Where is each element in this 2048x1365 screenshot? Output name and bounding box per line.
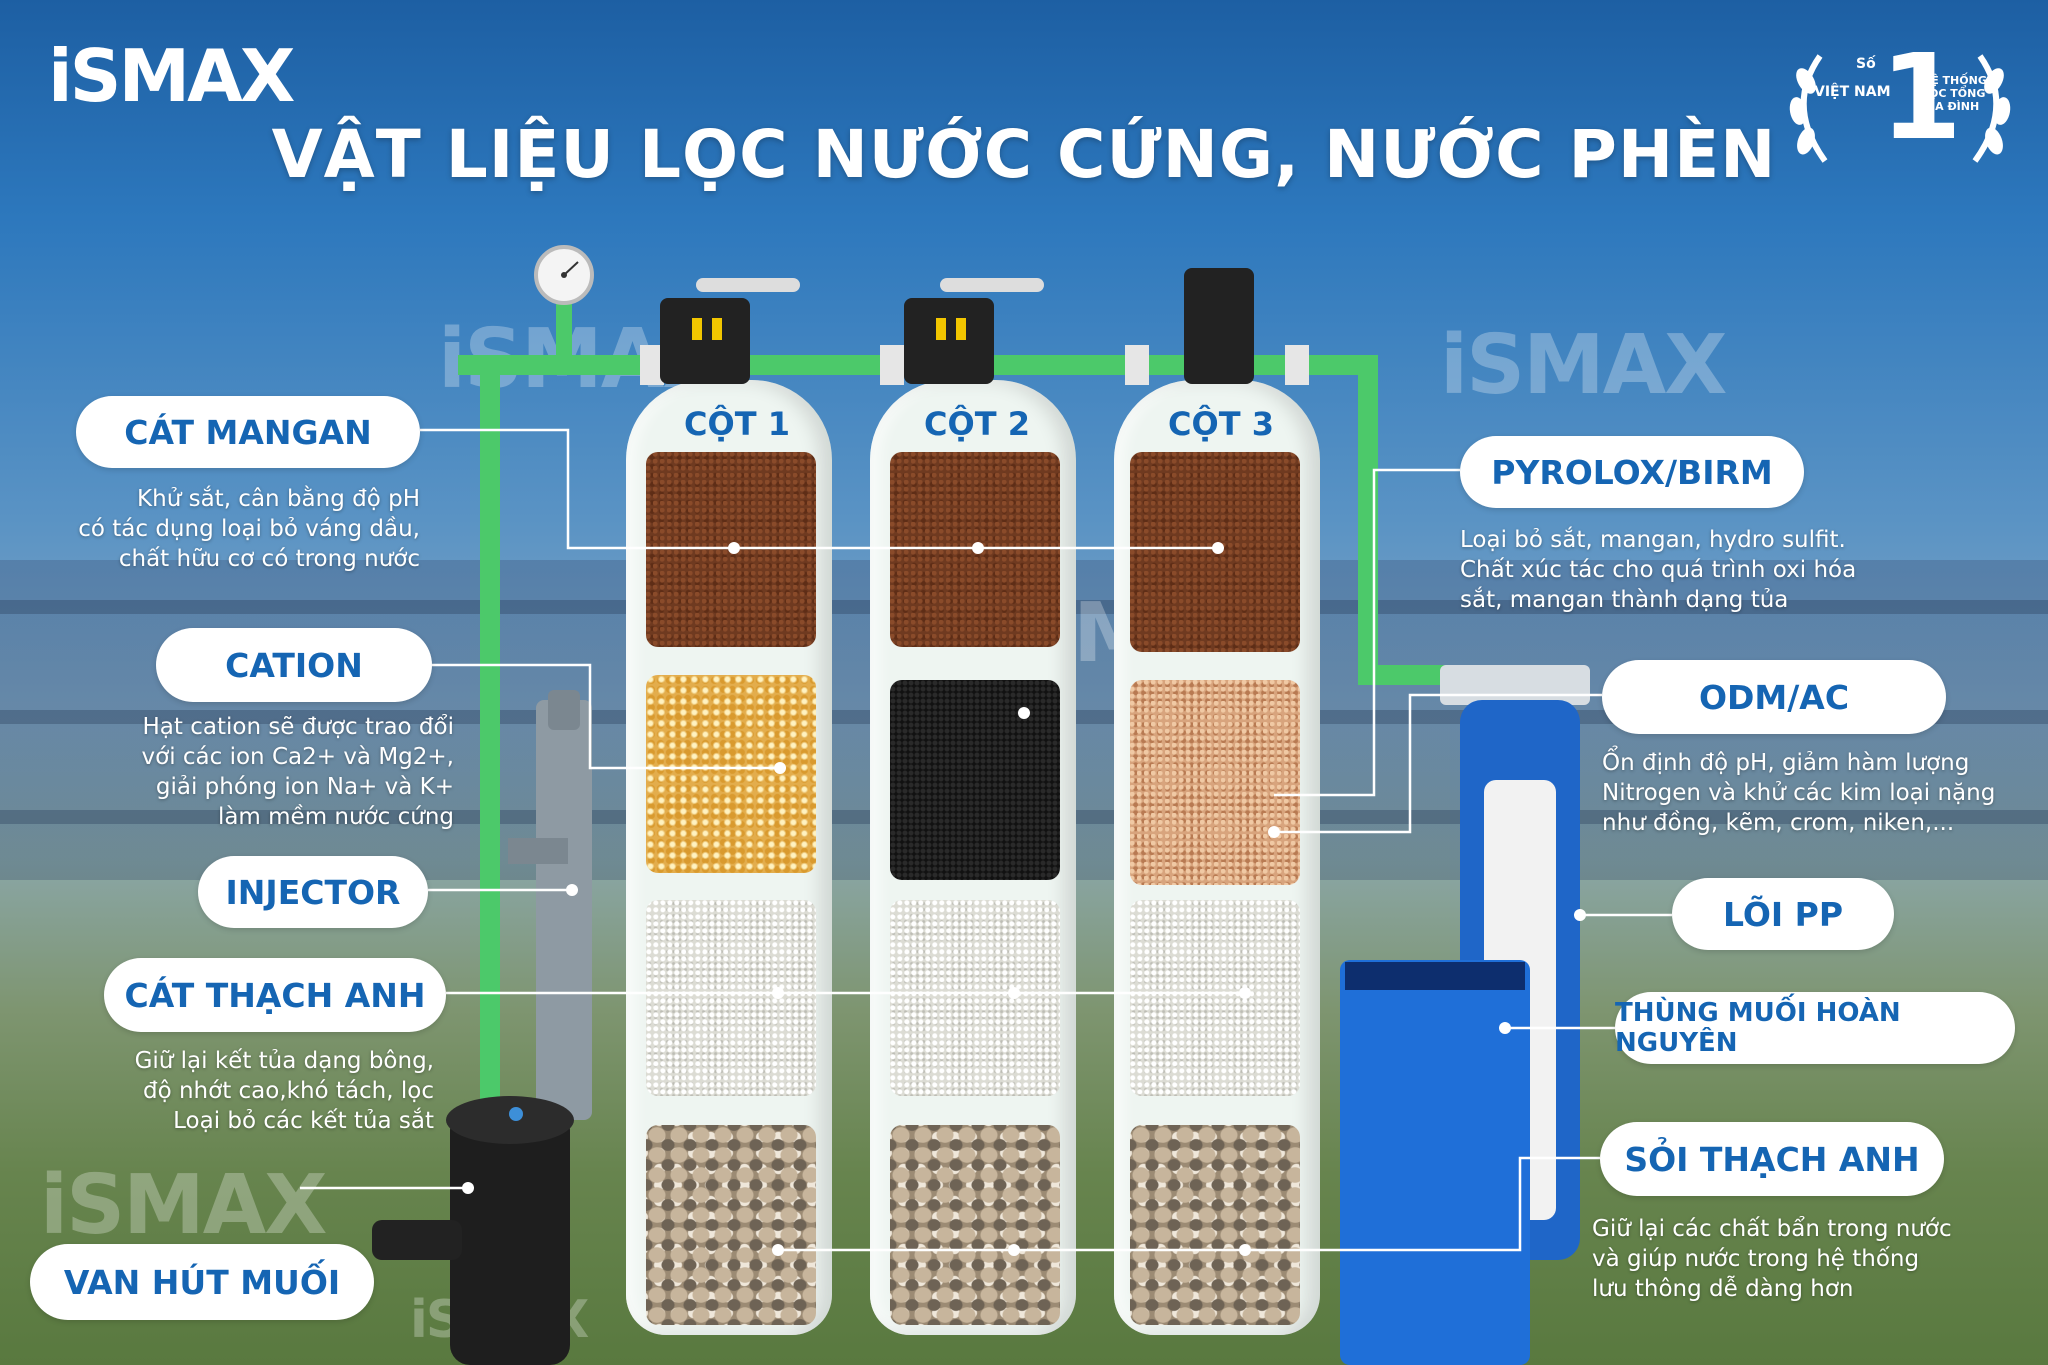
column-label-2: CỘT 2 [924,405,1030,443]
label-van-hut-muoi: VAN HÚT MUỐI [30,1244,374,1320]
desc-cat-mangan: Khử sắt, cân bằng độ pH có tác dụng loại… [78,486,420,572]
valve-indicator [956,318,966,340]
desc-cat-thach-anh: Giữ lại kết tủa dạng bông, độ nhớt cao,k… [134,1048,434,1134]
badge-line: LỌC TỔNG [1922,87,1986,100]
label-pyrolox-birm: PYROLOX/BIRM [1460,436,1804,508]
badge-text: HỆ THỐNG LỌC TỔNG GIA ĐÌNH [1922,74,1987,113]
right-pipe-elbow [1358,665,1448,685]
desc-cation: Hạt cation sẽ được trao đổi với các ion … [141,714,454,830]
desc-pyrolox-birm: Loại bỏ sắt, mangan, hydro sulfit. Chất … [1460,527,1857,613]
injector-body [536,700,592,1120]
badge-line: GIA ĐÌNH [1922,100,1980,113]
watermark: iSMAX [40,1158,327,1253]
control-valve-2 [904,298,994,384]
layer-cat-thach-anh-3 [1130,900,1300,1096]
layer-cat-thach-anh-1 [646,900,816,1096]
layer-pyrolox-birm [1130,680,1300,885]
page-title: VẬT LIỆU LỌC NƯỚC CỨNG, NƯỚC PHÈN [271,116,1777,193]
badge-number: 1 [1880,28,1963,166]
salt-valve-body [450,1110,570,1365]
valve-lever-icon [696,278,800,292]
brand-logo: iSMAX [48,34,295,118]
valve-lever-icon [940,278,1044,292]
layer-odm-ac [890,680,1060,880]
label-soi-thach-anh: SỎI THẠCH ANH [1600,1122,1944,1196]
layer-cat-mangan-3 [1130,452,1300,652]
badge-line: HỆ THỐNG [1922,74,1987,87]
valve-indicator [712,318,722,340]
laurel-icon [1789,54,2011,163]
badge-so: Số [1856,56,1876,72]
brine-tank [1340,960,1530,1365]
left-pipe [480,355,500,1135]
label-cat-thach-anh: CÁT THẠCH ANH [104,958,446,1032]
label-cation: CATION [156,628,432,702]
column-label-1: CỘT 1 [684,405,790,443]
valve-indicator [692,318,702,340]
control-valve-3 [1184,268,1254,384]
control-valve-1 [660,298,750,384]
desc-odm-ac: Ổn định độ pH, giảm hàm lượng Nitrogen v… [1602,750,1996,836]
label-odm-ac: ODM/AC [1602,660,1946,734]
award-badge: Số VIỆT NAM 1 HỆ THỐNG LỌC TỔNG GIA ĐÌNH [1780,32,2020,176]
layer-soi-thach-anh-1 [646,1125,816,1325]
layer-cat-mangan-2 [890,452,1060,647]
layer-soi-thach-anh-2 [890,1125,1060,1325]
column-label-3: CỘT 3 [1168,405,1274,443]
label-injector: INJECTOR [198,856,428,928]
badge-country: VIỆT NAM [1814,84,1891,100]
valve-indicator [936,318,946,340]
label-cat-mangan: CÁT MANGAN [76,396,420,468]
layer-cat-thach-anh-2 [890,900,1060,1096]
watermark: iSMAX [1440,318,1727,413]
label-thung-muoi: THÙNG MUỐI HOÀN NGUYÊN [1615,992,2015,1064]
label-loi-pp: LÕI PP [1672,878,1894,950]
layer-soi-thach-anh-3 [1130,1125,1300,1325]
desc-soi-thach-anh: Giữ lại các chất bẩn trong nước và giúp … [1592,1216,1952,1302]
layer-cation [646,675,816,873]
